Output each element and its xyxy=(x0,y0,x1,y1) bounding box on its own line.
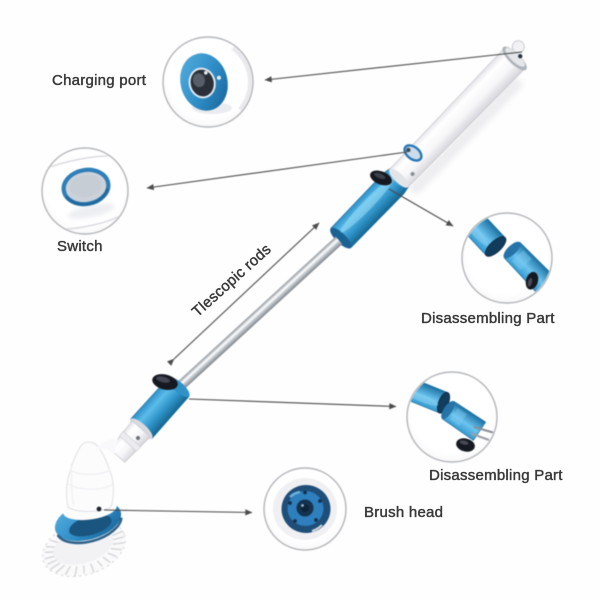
callout-disassembling-upper xyxy=(461,212,553,304)
clamp-lever-upper xyxy=(370,170,392,186)
brush-head-assembly xyxy=(42,438,126,578)
arrow-switch xyxy=(146,151,408,191)
arrow-charging-port xyxy=(264,51,523,83)
label-switch: Switch xyxy=(57,238,103,255)
callout-charging-port xyxy=(162,36,254,128)
handle-upper xyxy=(330,40,527,249)
callout-disassembling-lower xyxy=(406,371,498,463)
charging-port-dot xyxy=(518,54,523,59)
callout-switch xyxy=(41,147,129,235)
label-disassembling-part-upper: Disassembling Part xyxy=(421,310,555,327)
label-disassembling-part-lower: Disassembling Part xyxy=(429,467,563,484)
arrow-telescopic-range xyxy=(166,222,320,366)
switch-button xyxy=(403,144,423,162)
label-brush-head: Brush head xyxy=(364,504,444,521)
arrow-brush-head xyxy=(103,509,253,516)
arrow-disassembling-upper xyxy=(388,188,454,227)
brush-head-part xyxy=(273,478,337,540)
callout-arrows xyxy=(103,51,523,516)
switch-part xyxy=(61,167,111,207)
handle-lower xyxy=(109,374,190,463)
arrow-disassembling-lower xyxy=(188,398,397,410)
label-charging-port: Charging port xyxy=(52,72,147,89)
callout-brush-head xyxy=(263,467,347,551)
clamp-lever-lower xyxy=(152,374,178,390)
charging-port-part xyxy=(180,53,228,111)
